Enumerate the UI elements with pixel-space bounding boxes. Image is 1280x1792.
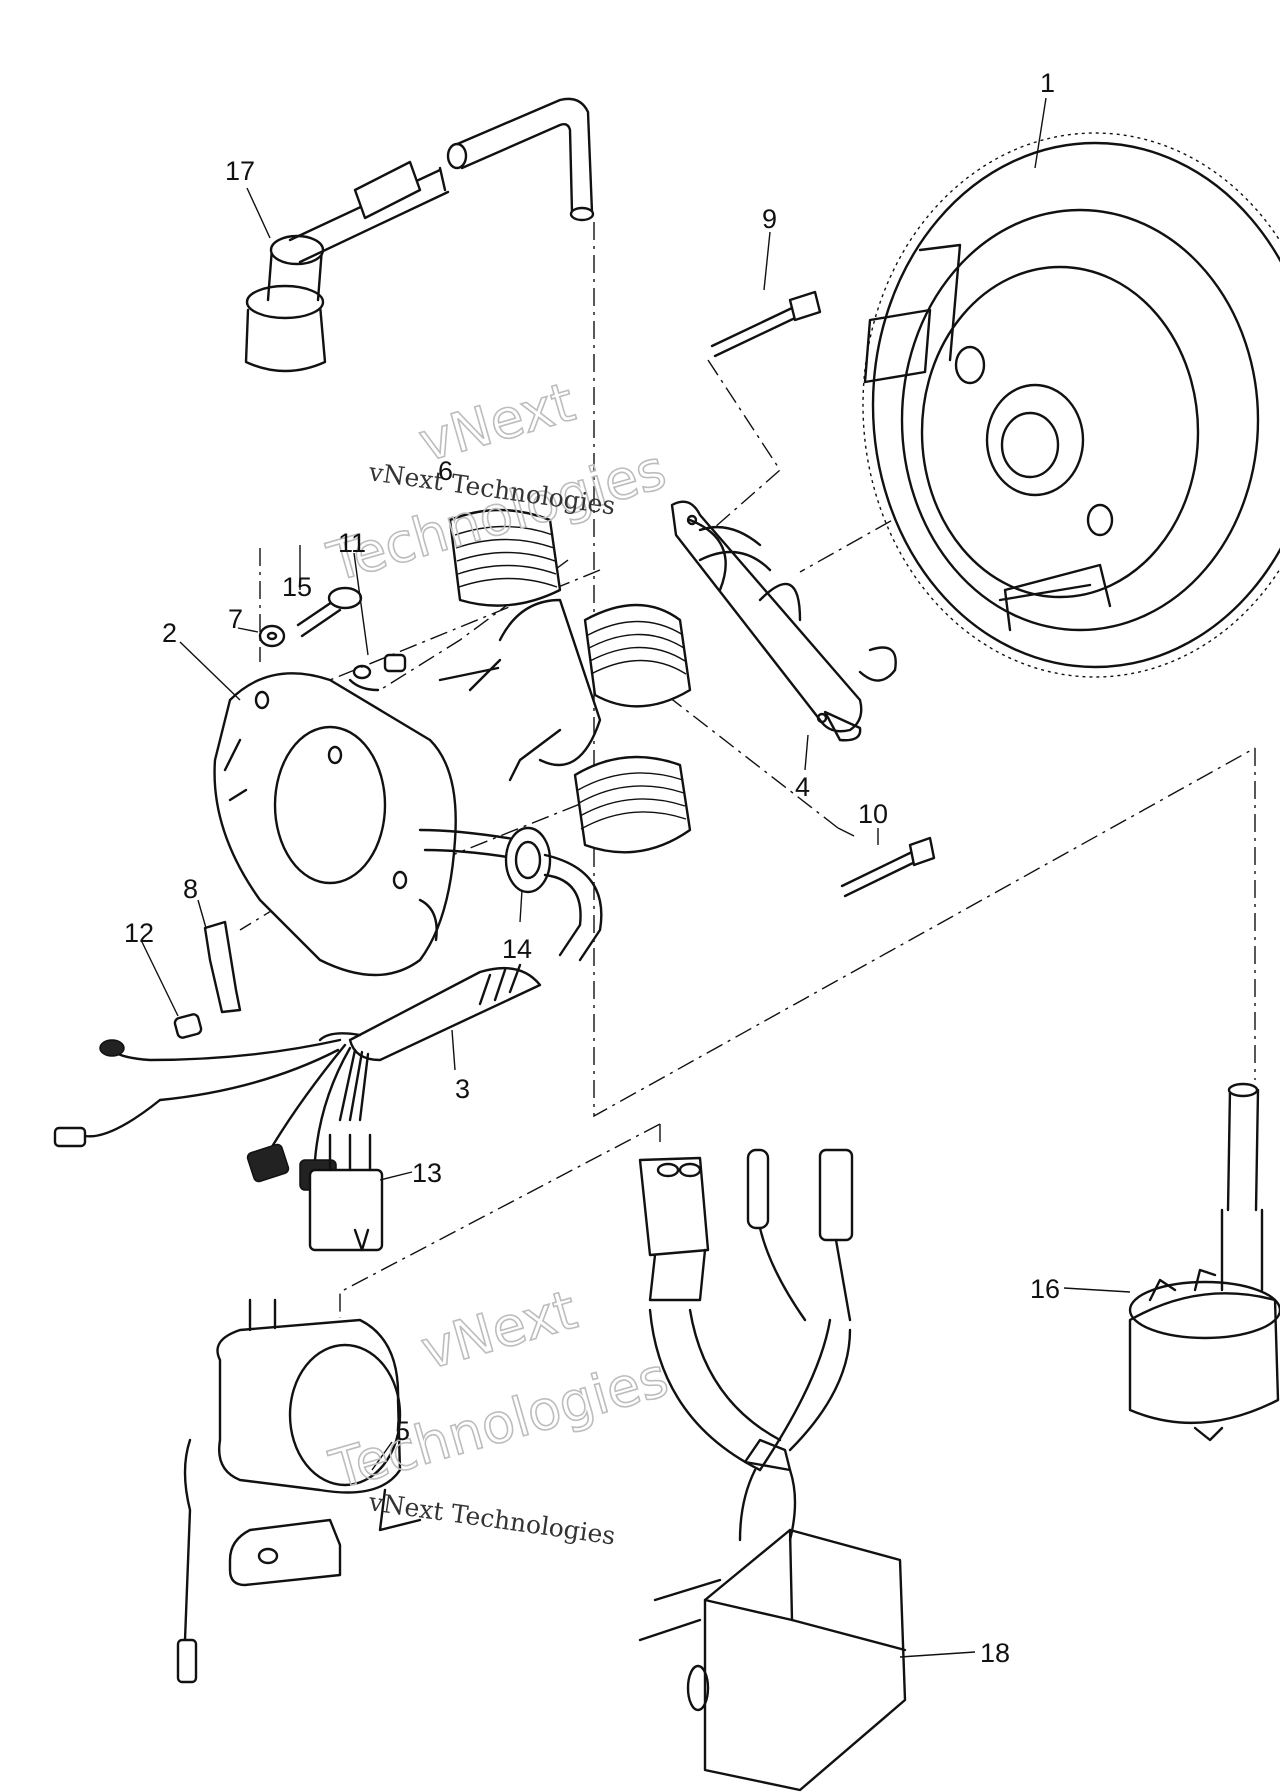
callout-12: 12 bbox=[124, 918, 154, 948]
pulser-coil bbox=[670, 500, 897, 742]
connector-leads bbox=[53, 1038, 384, 1252]
callout-4: 4 bbox=[795, 772, 810, 802]
starter-relay bbox=[176, 1298, 422, 1684]
spark-plug-cap bbox=[244, 97, 595, 373]
callout-10: 10 bbox=[858, 799, 888, 829]
callout-leaders bbox=[141, 97, 1131, 1658]
callout-2: 2 bbox=[162, 618, 177, 648]
callout-1: 1 bbox=[1040, 68, 1055, 98]
stator-coils bbox=[438, 508, 692, 854]
callout-14: 14 bbox=[502, 934, 532, 964]
callout-6: 6 bbox=[438, 456, 453, 486]
callout-15: 15 bbox=[282, 572, 312, 602]
watermark-text-bottom: vNext Technologies bbox=[366, 1487, 617, 1550]
stator-plate bbox=[213, 672, 457, 977]
ignition-coil bbox=[1128, 1082, 1280, 1442]
wire-harness bbox=[318, 826, 603, 1062]
callout-17: 17 bbox=[225, 156, 255, 186]
watermark-brand-line1-lower: vNext bbox=[414, 1278, 583, 1382]
callout-18: 18 bbox=[980, 1638, 1010, 1668]
callout-13: 13 bbox=[412, 1158, 442, 1188]
hardware-parts bbox=[173, 290, 936, 1039]
cdi-unit bbox=[638, 1148, 907, 1792]
callout-9: 9 bbox=[762, 204, 777, 234]
flywheel bbox=[862, 132, 1280, 678]
callout-8: 8 bbox=[183, 874, 198, 904]
callout-3: 3 bbox=[455, 1074, 470, 1104]
callout-16: 16 bbox=[1030, 1274, 1060, 1304]
callout-11: 11 bbox=[338, 528, 366, 558]
callout-labels: 1 2 3 4 5 6 7 8 9 10 11 12 13 14 15 16 1… bbox=[124, 68, 1060, 1668]
callout-7: 7 bbox=[228, 604, 243, 634]
callout-5: 5 bbox=[395, 1416, 410, 1446]
